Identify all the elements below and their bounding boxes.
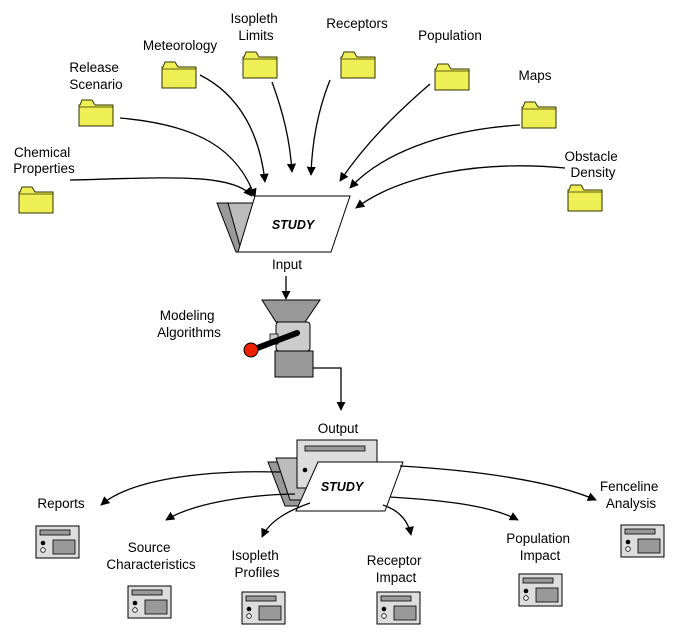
label-chemical-properties: Chemical Properties	[13, 145, 75, 176]
label-receptor-impact: Receptor Impact	[367, 553, 426, 585]
label-source-characteristics: Source Characteristics	[106, 540, 196, 572]
label-fenceline-analysis: Fenceline Analysis	[600, 479, 662, 511]
label-population: Population	[418, 28, 482, 43]
label-receptors: Receptors	[326, 16, 388, 31]
label-obstacle-density: Obstacle Density	[564, 149, 621, 180]
folder-icon-meteorology	[161, 61, 197, 89]
folder-icon-receptors	[340, 51, 376, 79]
monitor-icon-isopleth-profiles	[241, 591, 286, 625]
folder-icon-obstacle-density	[567, 184, 603, 212]
study-input-label: STUDY	[272, 218, 316, 232]
label-isopleth-profiles: Isopleth Profiles	[231, 548, 282, 580]
monitor-icon-source-characteristics	[127, 585, 172, 619]
monitor-icon-fenceline-analysis	[620, 524, 665, 558]
output-caption: Output	[318, 421, 359, 436]
folder-icon-maps	[521, 101, 557, 129]
folder-icon-isopleth-limits	[242, 51, 278, 79]
label-reports: Reports	[37, 496, 85, 511]
label-release-scenario: Release Scenario	[69, 60, 122, 92]
label-isopleth-limits: Isopleth Limits	[230, 11, 281, 43]
folder-icon-chemical-properties	[18, 186, 54, 214]
label-maps: Maps	[518, 68, 551, 83]
input-caption: Input	[272, 257, 302, 272]
study-input-document: STUDY	[216, 195, 351, 253]
output-arrows	[100, 465, 597, 538]
input-arrows	[69, 74, 566, 209]
arrow-model-to-output	[313, 367, 346, 411]
folder-icon-release-scenario	[78, 99, 114, 127]
monitor-icon-population-impact	[518, 573, 563, 607]
label-modeling-algorithms: Modeling Algorithms	[157, 308, 221, 340]
label-meteorology: Meteorology	[143, 38, 218, 53]
monitor-icon-receptor-impact	[376, 591, 421, 625]
label-population-impact: Population Impact	[506, 531, 574, 563]
study-output-label: STUDY	[321, 480, 365, 494]
study-output-document: STUDY	[267, 439, 404, 512]
folder-icon-population	[434, 63, 470, 91]
monitor-icon-reports	[35, 525, 80, 559]
modeling-machine-icon	[243, 299, 321, 378]
